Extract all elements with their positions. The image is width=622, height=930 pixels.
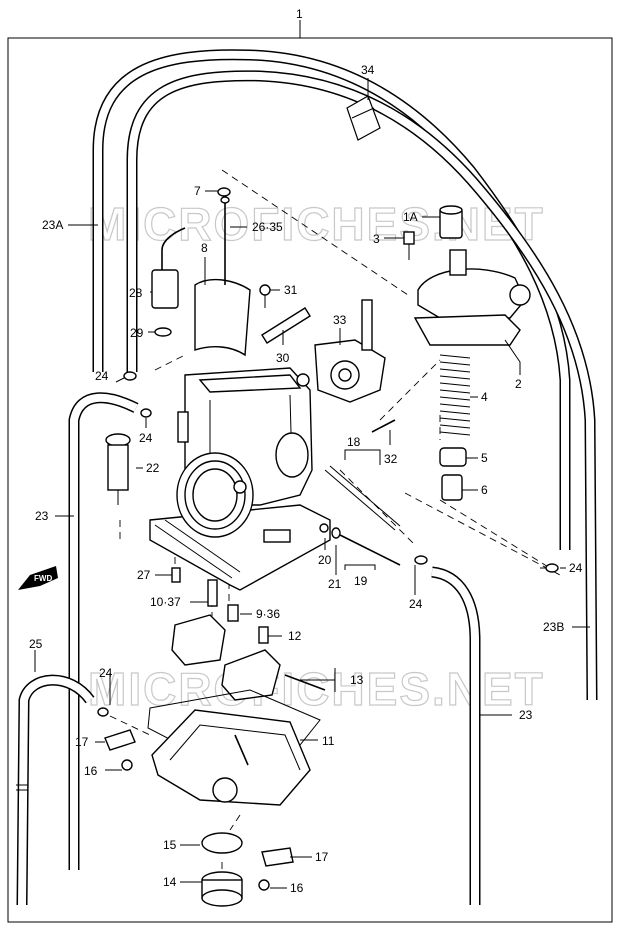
part-29-oring [154,327,172,337]
part-6-needle-holder [441,474,463,501]
label-29: 29 [130,326,144,340]
label-24-c: 24 [569,561,583,575]
part-27-jet [171,567,181,583]
label-28: 28 [129,286,143,300]
label-23-right: 23 [519,708,533,722]
part-15-oring [201,832,243,854]
part-22-starter [105,433,131,505]
label-4: 4 [481,390,488,404]
label-13: 13 [350,673,364,687]
part-18-screw [324,465,401,531]
hose-23-right [431,566,481,905]
label-8: 8 [201,241,208,255]
label-15: 15 [163,838,177,852]
hose-23-left [68,392,139,870]
label-17-a: 17 [75,735,89,749]
label-21: 21 [328,577,342,591]
label-16-a: 16 [84,764,98,778]
part-24-clips [97,371,559,717]
label-2: 2 [515,377,522,391]
fwd-arrow-icon: FWD [18,566,58,590]
label-26-35: 26·35 [252,220,283,234]
label-11: 11 [322,734,335,748]
part-8-slide [194,278,251,357]
fwd-label: FWD [34,574,52,583]
part-33-throttle-sensor [296,299,386,403]
label-24-a: 24 [95,369,109,383]
label-23-left: 23 [35,509,49,523]
leader-lines [34,78,590,889]
float-bowl [151,709,311,806]
label-17-b: 17 [315,850,329,864]
label-27: 27 [137,568,151,582]
label-32: 32 [384,452,398,466]
hose-23B [126,70,598,701]
part-7-clip [217,187,231,197]
diagram-frame [7,37,613,923]
part-19-screw [339,534,401,566]
label-30: 30 [276,351,290,365]
part-28-fuel-fitting [151,227,186,309]
part-14-drain-plug [201,871,243,907]
label-23B: 23B [543,620,564,634]
label-24-e: 24 [99,666,113,680]
label-1: 1 [296,7,303,21]
part-10-jet [207,579,218,607]
watermark-top: MICROFICHES.NET [88,198,545,250]
label-9-36: 9·36 [256,607,280,621]
part-2-top-cover [413,249,531,346]
part-labels: 1 34 23A 1A 3 7 26·35 8 31 28 29 33 30 2… [29,7,583,895]
label-24-b: 24 [139,431,153,445]
hose-34-sleeve [346,95,381,141]
part-26-needle [220,196,230,285]
label-7: 7 [194,184,201,198]
part-30-plate [261,307,311,344]
label-6: 6 [481,483,488,497]
label-22: 22 [146,461,160,475]
label-25: 25 [29,637,43,651]
part-5-seat [439,447,467,467]
part-31-screw [259,284,271,308]
watermark-bottom: MICROFICHES.NET [88,663,545,715]
label-24-d: 24 [409,597,423,611]
part-13-floats [171,614,326,701]
label-33: 33 [333,313,347,327]
part-9-jet [227,604,239,622]
label-19: 19 [354,574,368,588]
part-12-jet [258,626,269,644]
label-3: 3 [373,232,380,246]
carburetor-body [149,367,331,591]
part-21-spring [331,527,341,539]
label-1A: 1A [403,210,418,224]
part-32-screw [371,419,396,433]
label-10-37: 10·37 [150,595,181,609]
part-17-clamp [104,729,294,867]
label-23A: 23A [42,218,63,232]
part-16-screw [121,759,270,891]
label-34: 34 [361,63,375,77]
hose-25 [16,674,95,906]
label-18: 18 [347,435,361,449]
label-20: 20 [318,553,332,567]
part-20-oring [319,523,329,533]
label-31: 31 [284,283,298,297]
label-12: 12 [288,629,302,643]
label-14: 14 [163,875,177,889]
label-16-b: 16 [290,881,304,895]
part-1A-cap [439,205,463,239]
part-4-spring [439,354,471,436]
label-5: 5 [481,451,488,465]
